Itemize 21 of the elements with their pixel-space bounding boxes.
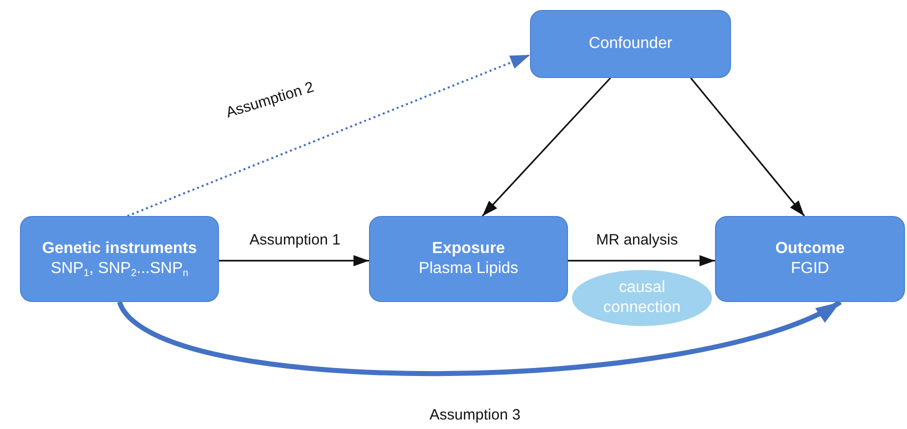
- arrow: [482, 77, 611, 217]
- box-text: FGID: [790, 259, 830, 279]
- box-text: Plasma Lipids: [418, 259, 520, 279]
- arrow: [568, 255, 715, 266]
- arrow: [690, 78, 805, 216]
- edge-label: MR analysis: [594, 232, 680, 248]
- box-text: Confounder: [588, 34, 674, 54]
- edge-label: Assumption 3: [428, 406, 522, 424]
- process-box: [20, 216, 219, 302]
- arrow: [219, 255, 369, 266]
- box-text: SNP$_{1}$, SNP$_{2}$...SNP$_{n}$: [50, 259, 190, 279]
- box-heading: Outcome: [775, 239, 845, 259]
- box-heading: Genetic instruments: [42, 239, 197, 259]
- box-heading: Exposure: [432, 239, 505, 259]
- edge-label: Assumption 1: [248, 232, 342, 248]
- process-box: [369, 216, 568, 302]
- box-text: causal connection: [602, 278, 682, 318]
- process-box: [530, 10, 731, 78]
- arrow: [127, 54, 530, 217]
- curved-arrow: [118, 300, 842, 376]
- process-box: [715, 216, 905, 302]
